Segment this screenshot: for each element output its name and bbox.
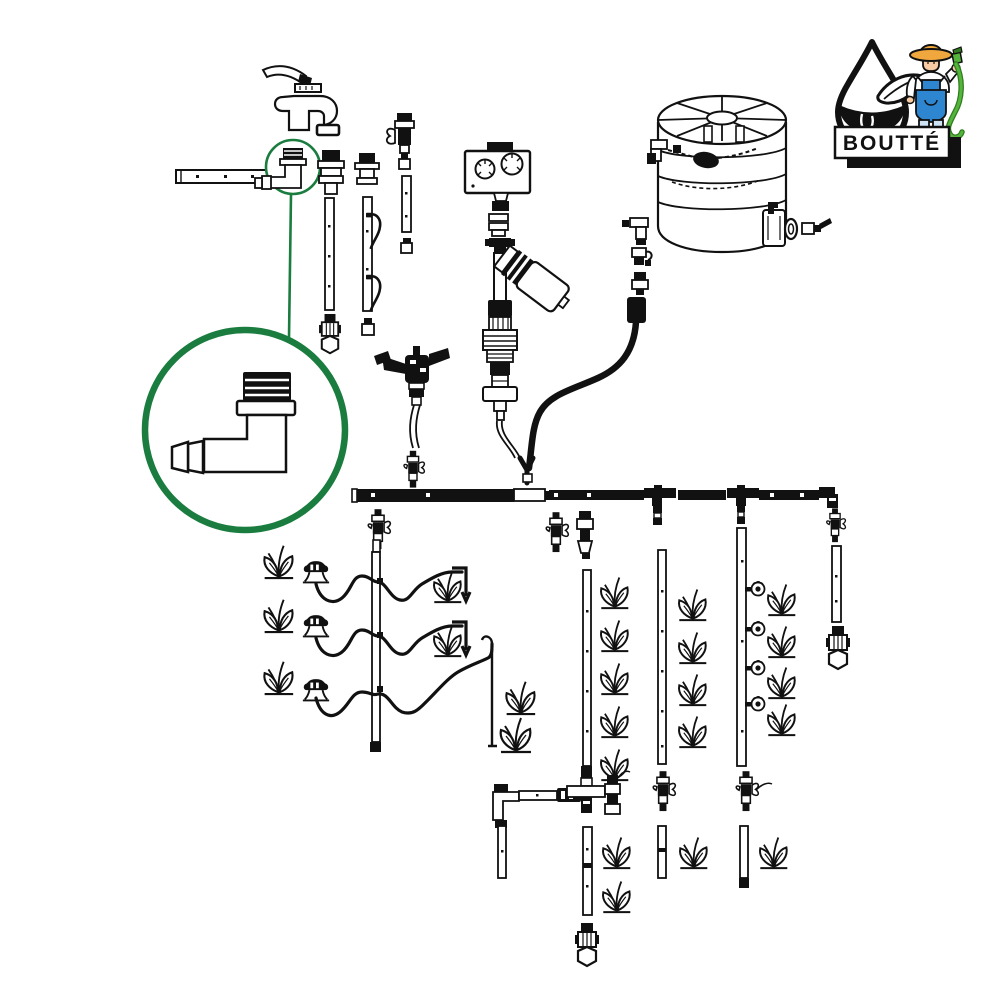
plant — [678, 631, 708, 665]
distribution-tube — [314, 642, 494, 718]
drip-line — [736, 527, 747, 767]
plant — [499, 716, 533, 754]
end-cap — [318, 312, 342, 355]
distribution-tube — [496, 420, 521, 459]
supply-hose-end — [627, 297, 646, 323]
drip-line — [831, 545, 842, 623]
magnifier-circle-small — [254, 138, 322, 196]
plant — [263, 544, 295, 580]
boutte-logo: BOUTTÉ — [833, 39, 965, 168]
riser-pipe — [362, 196, 373, 312]
plant — [600, 705, 630, 739]
tank-grommet — [783, 217, 799, 241]
plant — [600, 576, 630, 610]
end-elbow — [819, 487, 838, 508]
pipe-clip — [631, 247, 653, 266]
wing-valve — [403, 450, 426, 489]
plant — [767, 583, 797, 617]
drip-line — [497, 825, 507, 879]
plant — [767, 625, 797, 659]
drip-line — [582, 569, 592, 767]
wing-valve — [545, 511, 570, 553]
dripper-assembly — [576, 511, 594, 559]
plant — [678, 588, 708, 622]
plant — [678, 673, 708, 707]
dripper — [744, 659, 766, 676]
distribution-tube — [314, 624, 464, 658]
quick-connector — [488, 213, 509, 237]
water-tank — [647, 94, 832, 254]
end-cap — [824, 624, 852, 671]
drip-line — [739, 825, 749, 888]
tee-connector — [566, 766, 606, 813]
tank-outlet-fitting — [762, 202, 786, 247]
drip-line — [657, 825, 667, 879]
micro-sprayer — [301, 614, 331, 638]
end-plug — [400, 238, 413, 254]
corner-support — [452, 566, 472, 605]
plant — [600, 662, 630, 696]
threaded-elbow-hose-adapter — [170, 372, 297, 475]
distribution-tube — [409, 404, 421, 449]
wing-valve — [735, 770, 760, 812]
tank-spigot-fitting — [801, 218, 832, 235]
end-plug — [361, 318, 375, 336]
elbow-connector — [492, 784, 520, 828]
supply-hose — [525, 318, 640, 472]
pressure-reducer — [482, 316, 518, 421]
magnifier-circle-large — [141, 326, 349, 534]
garden-tap — [261, 65, 341, 137]
plant — [678, 715, 708, 749]
tee-connector — [727, 485, 759, 524]
drip-line — [657, 549, 667, 765]
tank-elbow-connector — [622, 217, 649, 245]
inline-tap-valve — [385, 113, 415, 170]
drip-line — [370, 539, 383, 752]
hose-connector — [354, 153, 380, 185]
brand-name: BOUTTÉ — [843, 132, 941, 155]
tee-connector — [485, 238, 515, 255]
plant — [679, 836, 709, 870]
drip-line — [582, 826, 593, 916]
inline-dripper — [604, 770, 631, 815]
tap-connector — [317, 150, 345, 195]
dripper — [744, 620, 766, 637]
tee-connector — [509, 473, 550, 502]
plant — [602, 880, 632, 914]
bottom-manifold — [492, 766, 773, 828]
dripper — [744, 695, 766, 712]
corner-support — [480, 635, 497, 748]
main-drip-line — [351, 473, 838, 525]
logo-box — [833, 125, 951, 160]
corner-support — [452, 620, 472, 659]
plant — [263, 598, 295, 634]
plant — [600, 619, 630, 653]
hose-connector — [631, 272, 649, 295]
inline-filter — [492, 244, 571, 313]
riser-pipe — [401, 175, 412, 233]
plant — [263, 660, 295, 696]
plant — [505, 680, 537, 716]
float-valve — [647, 139, 761, 190]
hose-connector — [488, 300, 512, 317]
water-timer — [463, 142, 532, 211]
wing-valve — [826, 507, 847, 543]
end-cap — [573, 921, 601, 968]
distribution-tube — [314, 570, 464, 604]
plant — [767, 703, 797, 737]
dripper — [744, 580, 766, 597]
plant — [759, 836, 789, 870]
tee-connector — [644, 485, 676, 525]
magnifier-connector-line — [287, 193, 293, 339]
plant — [767, 666, 797, 700]
plant — [602, 836, 632, 870]
impact-sprinkler — [374, 346, 450, 406]
riser-pipe — [324, 197, 335, 311]
elbow-adapter-small — [254, 148, 307, 190]
micro-sprayer — [301, 560, 331, 584]
wing-valve — [652, 770, 677, 812]
